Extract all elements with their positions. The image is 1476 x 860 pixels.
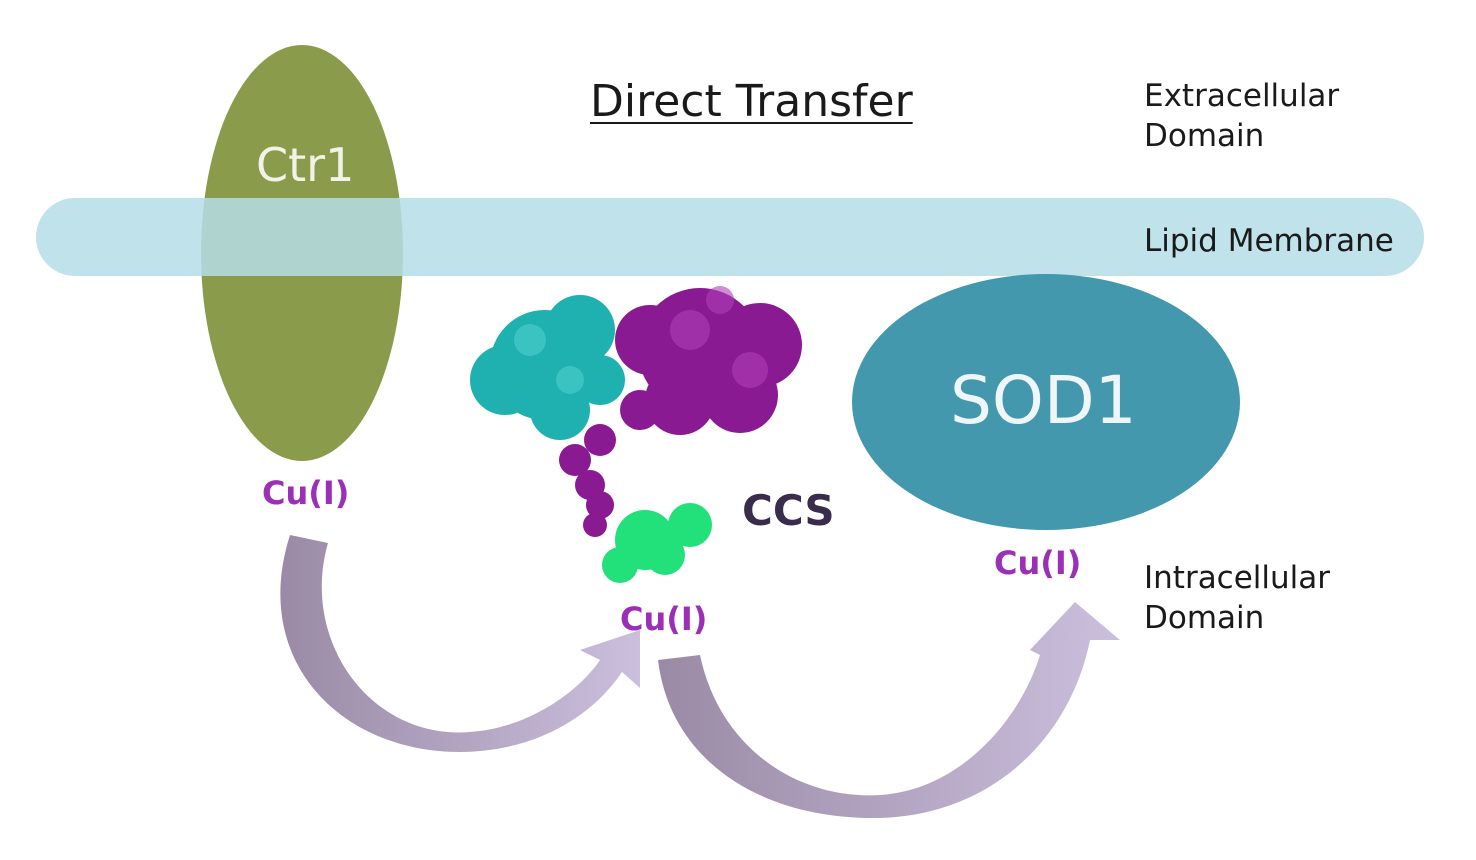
arrow-ccs-to-sod1 [658,602,1120,819]
intracellular-label: Intracellular Domain [1144,558,1330,638]
copper-ccs: Cu(I) [620,600,708,638]
diagram-title: Direct Transfer [590,76,913,127]
membrane-label: Lipid Membrane [1144,223,1394,259]
sod1-shape [852,274,1240,530]
copper-sod1: Cu(I) [994,544,1082,582]
sod1-label: SOD1 [950,362,1137,439]
intracellular-line-2: Domain [1144,600,1265,636]
extracellular-label: Extracellular Domain [1144,76,1339,156]
copper-ctr1: Cu(I) [262,474,350,512]
ctr1-label: Ctr1 [256,138,355,192]
extracellular-line-2: Domain [1144,118,1265,154]
intracellular-line-1: Intracellular [1144,560,1331,596]
ccs-label: CCS [742,486,835,535]
ccs-protein-structure [470,286,802,583]
extracellular-line-1: Extracellular [1144,78,1340,114]
lipid-membrane [36,198,1424,276]
arrow-ctr1-to-ccs [280,535,640,752]
